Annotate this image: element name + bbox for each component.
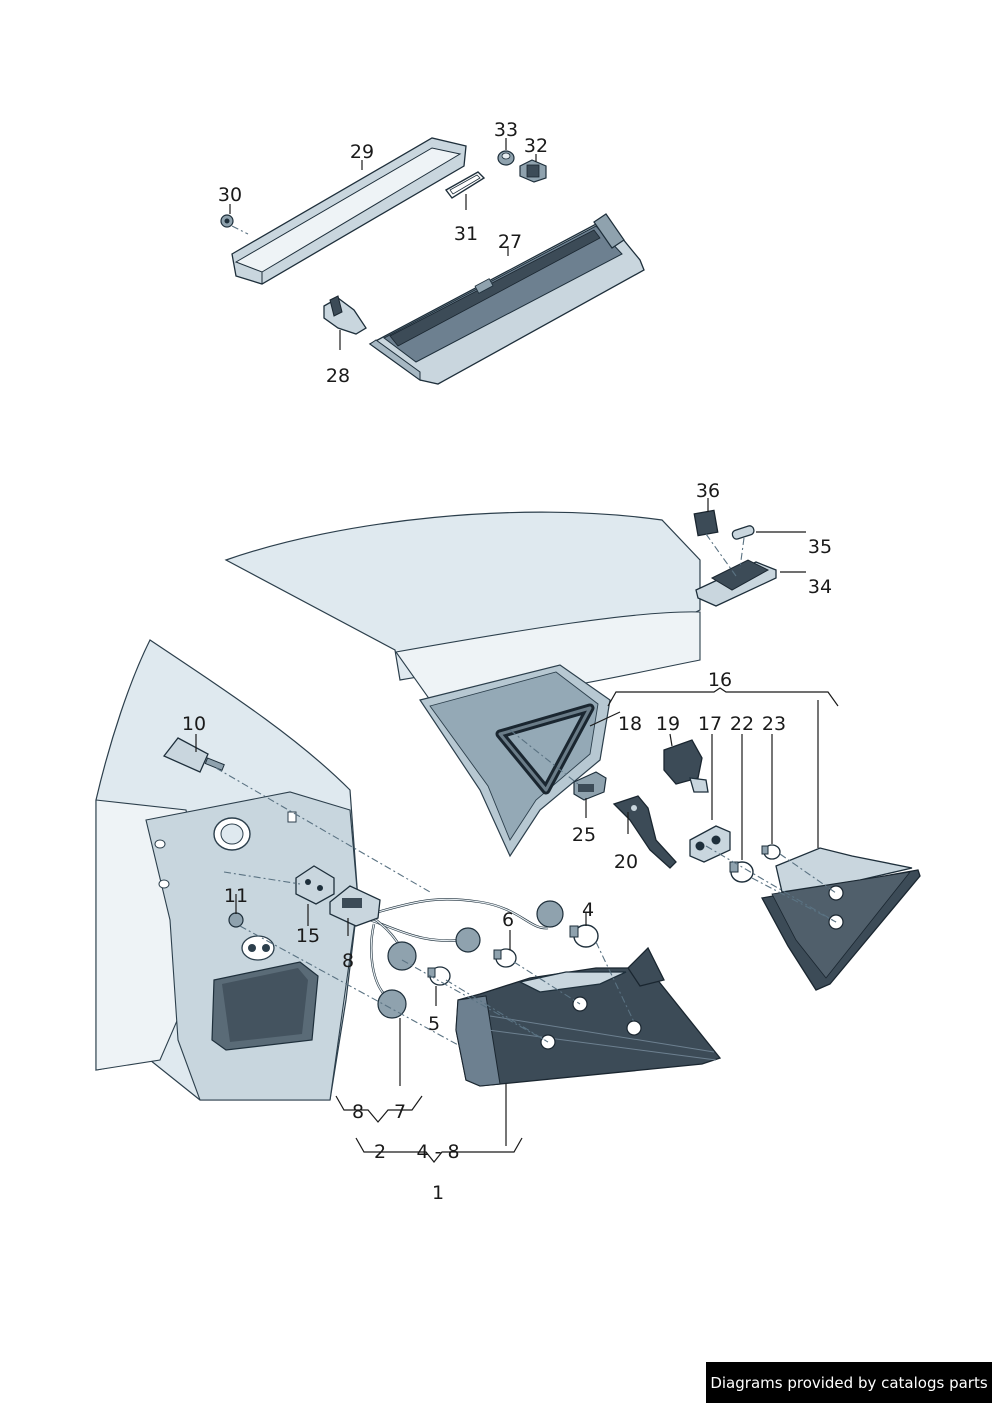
callout-8: 8 (342, 950, 354, 972)
callout-23: 23 (762, 713, 786, 735)
callout-33: 33 (494, 119, 518, 141)
part-32-plug (519, 159, 547, 183)
part-6-bulb (493, 948, 517, 968)
part-10-screw (162, 737, 225, 773)
part-31-gasket (444, 171, 486, 199)
callout-7: 7 (394, 1101, 406, 1123)
part-20-bracket (612, 795, 677, 869)
callout-31: 31 (454, 223, 478, 245)
part-33-clip (497, 150, 515, 166)
callout-29: 29 (350, 141, 374, 163)
part-35-bulb (731, 525, 755, 540)
callout-11: 11 (224, 885, 248, 907)
part-34-plate-light (695, 559, 777, 607)
callout-18: 18 (618, 713, 642, 735)
part-25-connector (573, 771, 607, 801)
part-16-inner-tail-light (761, 847, 921, 991)
leader-lines (195, 138, 839, 1163)
callout-20: 20 (614, 851, 638, 873)
part-5-bulb (427, 966, 451, 986)
callout-6: 6 (502, 909, 514, 931)
callout-16: 16 (708, 669, 732, 691)
callout-35: 35 (808, 536, 832, 558)
part-1-outer-tail-light (455, 946, 722, 1087)
callout-34: 34 (808, 576, 832, 598)
part-15-connector (295, 865, 335, 905)
callout-22: 22 (730, 713, 754, 735)
part-28-bracket (323, 295, 367, 335)
brake-light-assembly (220, 137, 645, 385)
callout-17: 17 (698, 713, 722, 735)
assembly-lines (215, 225, 837, 1047)
callout-30: 30 (218, 184, 242, 206)
callout-10: 10 (182, 713, 206, 735)
part-27-housing (368, 213, 645, 385)
part-8-wiring-harness (329, 885, 564, 1019)
credit-banner: Diagrams provided by catalogs parts (706, 1362, 992, 1403)
part-11-clip (228, 912, 244, 928)
part-36-clip (693, 509, 719, 537)
callout-19: 19 (656, 713, 680, 735)
part-22-bulb (729, 861, 754, 883)
part-29-lens-strip (231, 137, 467, 285)
callout-15: 15 (296, 925, 320, 947)
callout-36: 36 (696, 480, 720, 502)
callout-27: 27 (498, 231, 522, 253)
callout-2: 2 (374, 1141, 386, 1163)
callout-28: 28 (326, 365, 350, 387)
part-4-bulb (569, 924, 599, 948)
callouts: 29 30 33 32 31 27 28 36 35 34 16 18 19 1… (182, 119, 832, 1204)
part-23-bulb (761, 844, 781, 860)
callout-4: 4 (582, 899, 594, 921)
callout-1: 1 (432, 1182, 444, 1204)
callout-25: 25 (572, 824, 596, 846)
callout-5: 5 (428, 1013, 440, 1035)
part-18-warning-triangle (495, 703, 595, 795)
callout-4-8: 4 - 8 (416, 1141, 459, 1163)
callout-8-bracket: 8 (352, 1101, 364, 1123)
part-19-holder (663, 739, 709, 793)
part-17-bulb-carrier (689, 825, 731, 863)
part-30-nut (220, 214, 234, 228)
callout-32: 32 (524, 135, 548, 157)
